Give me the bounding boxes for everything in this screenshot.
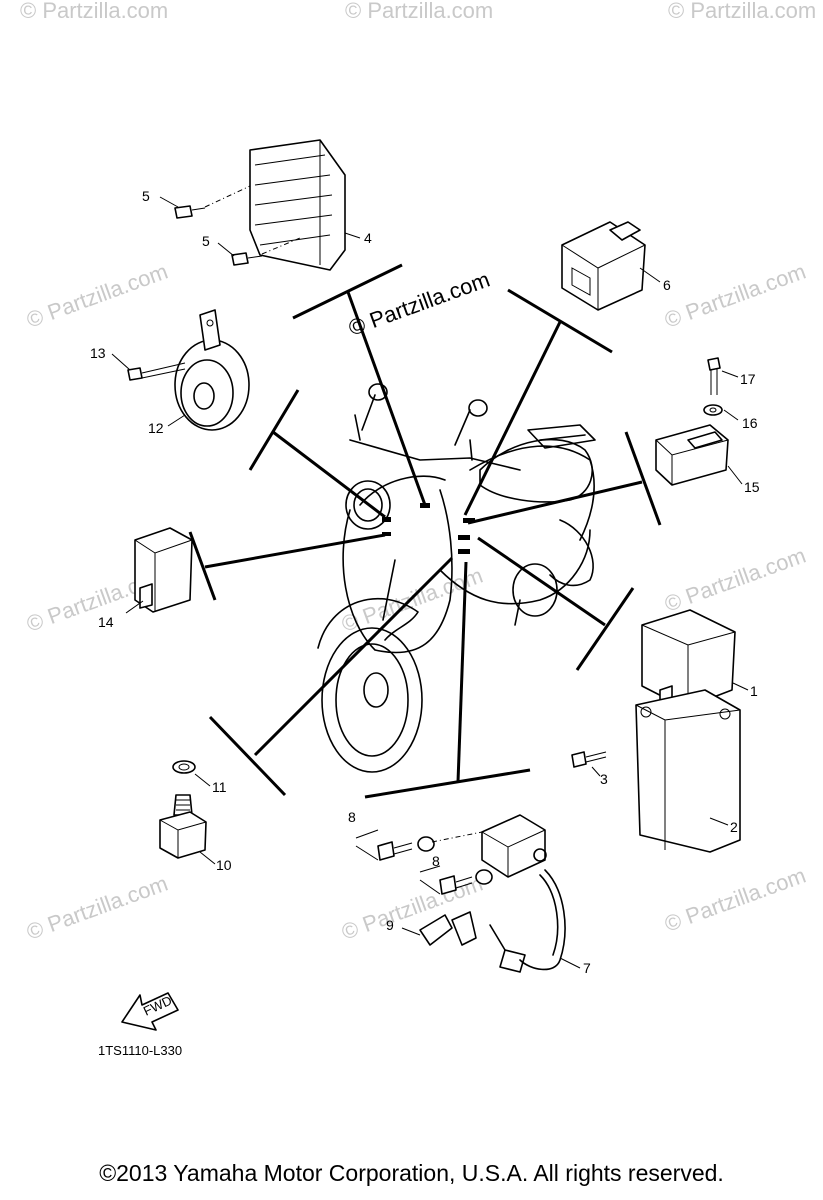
watermark: © Partzilla.com	[20, 0, 168, 23]
callout-17: 17	[740, 371, 756, 387]
callout-2: 2	[730, 819, 738, 835]
watermark: © Partzilla.com	[345, 0, 493, 23]
copyright-notice: ©2013 Yamaha Motor Corporation, U.S.A. A…	[99, 1160, 724, 1186]
marker	[458, 535, 470, 540]
part-cdi-unit	[571, 609, 749, 853]
part-relay	[655, 357, 743, 486]
callout-4: 4	[364, 230, 372, 246]
callout-1: 1	[750, 683, 758, 699]
watermark: © Partzilla.com	[661, 259, 809, 333]
site-stamp: © Partzilla.com	[345, 267, 493, 341]
callout-13: 13	[90, 345, 106, 361]
part-switch	[159, 760, 216, 865]
marker	[382, 532, 391, 536]
watermark: © Partzilla.com	[668, 0, 816, 23]
watermark: © Partzilla.com	[661, 543, 809, 617]
callout-3: 3	[600, 771, 608, 787]
watermark: © Partzilla.com	[23, 871, 171, 945]
fwd-arrow: FWD	[121, 992, 179, 1031]
marker	[458, 549, 470, 554]
callout-5: 5	[202, 233, 210, 249]
watermark: © Partzilla.com	[661, 863, 809, 937]
callout-15: 15	[744, 479, 760, 495]
diagram-code: 1TS1110-L330	[98, 1043, 182, 1058]
callout-9: 9	[386, 917, 394, 933]
callout-6: 6	[663, 277, 671, 293]
callout-7: 7	[583, 960, 591, 976]
callout-10: 10	[216, 857, 232, 873]
marker	[463, 518, 475, 523]
callout-8: 8	[348, 809, 356, 825]
callout-11: 11	[212, 779, 227, 795]
part-horn	[111, 309, 250, 431]
watermark: © Partzilla.com	[338, 871, 486, 945]
part-regulator	[159, 139, 361, 271]
pointer-lines	[204, 291, 643, 783]
callout-14: 14	[98, 614, 114, 630]
callout-labels: 1 2 3 4 5 5 6 7 8 8 9 10 11 12 13 14 15 …	[90, 188, 760, 976]
part-ignition-coil	[355, 814, 581, 973]
callout-12: 12	[148, 420, 164, 436]
callout-16: 16	[742, 415, 758, 431]
reference-bars	[188, 263, 662, 799]
scooter-illustration	[317, 383, 596, 773]
watermark: © Partzilla.com	[23, 259, 171, 333]
callout-5: 5	[142, 188, 150, 204]
part-coupler	[561, 221, 661, 311]
part-flasher	[125, 527, 193, 614]
marker	[420, 503, 430, 508]
callout-8: 8	[432, 853, 440, 869]
